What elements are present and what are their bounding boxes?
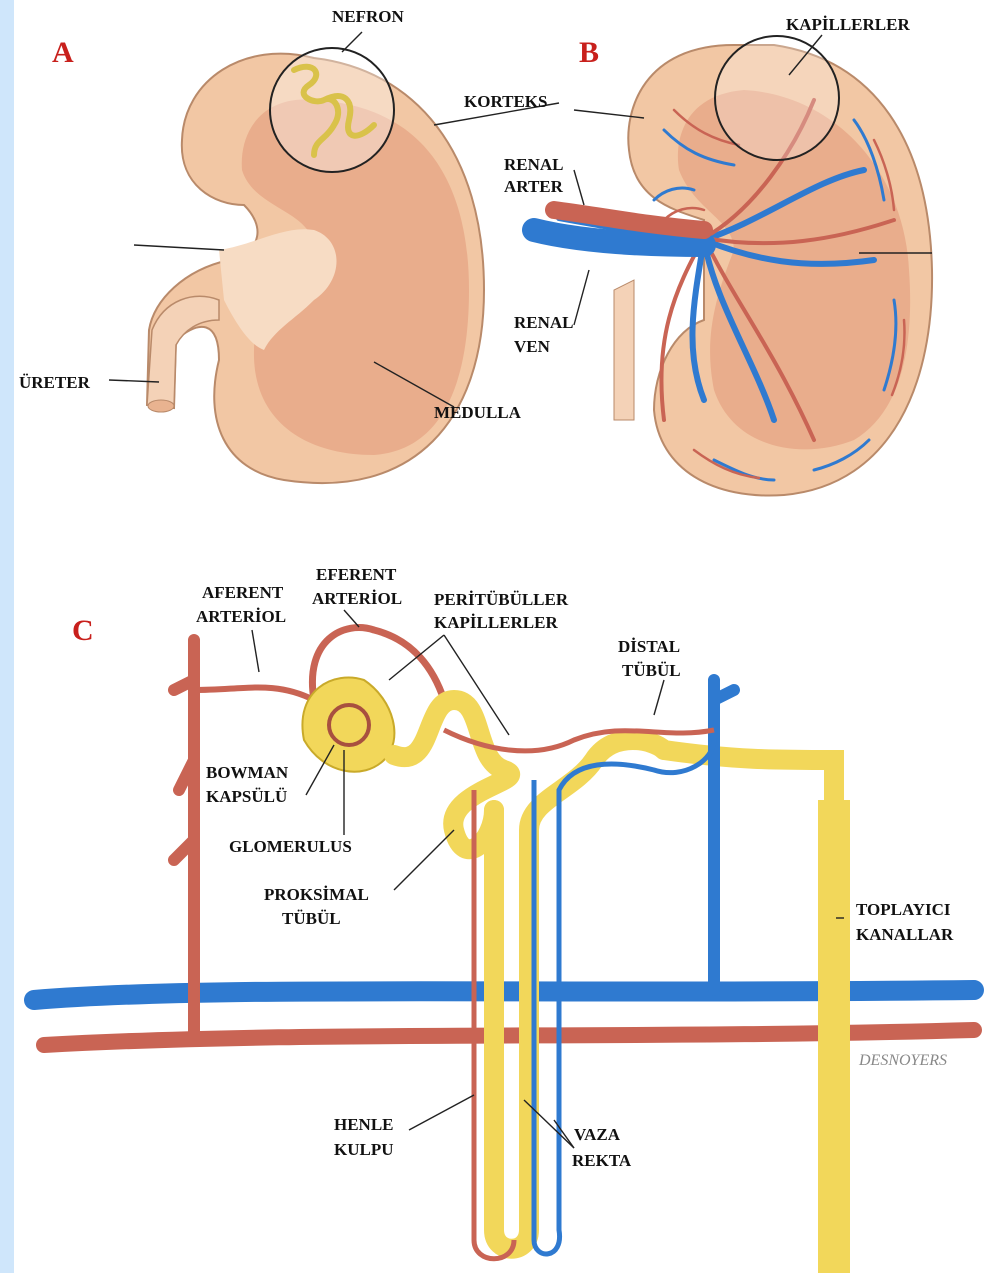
- label-renal-arter-2: ARTER: [504, 177, 564, 196]
- panel-letter-a: A: [52, 36, 74, 69]
- label-kapillerler: KAPİLLERLER: [786, 15, 910, 34]
- artist-signature: DESNOYERS: [858, 1052, 947, 1069]
- ureter-a-end: [148, 400, 174, 412]
- interlobular-vein: [714, 680, 734, 990]
- label-distal-tubul-1: DİSTAL: [618, 637, 680, 656]
- label-glomerulus: GLOMERULUS: [229, 837, 352, 856]
- label-ureter: ÜRETER: [19, 373, 91, 392]
- label-renal-arter-1: RENAL: [504, 155, 564, 174]
- label-peritubuler-2: KAPİLLERLER: [434, 613, 558, 632]
- nephron-magnifier-a: [270, 48, 394, 172]
- label-eferent-arteriol-1: EFERENT: [316, 565, 397, 584]
- label-toplayici-1: TOPLAYICI: [856, 900, 951, 919]
- label-renal-ven-2: VEN: [514, 337, 551, 356]
- label-toplayici-2: KANALLAR: [856, 925, 954, 944]
- label-peritubuler-1: PERİTÜBÜLLER: [434, 590, 569, 609]
- label-aferent-arteriol-1: AFERENT: [202, 583, 284, 602]
- label-nefron: NEFRON: [332, 7, 405, 26]
- capillary-magnifier-b: [715, 36, 839, 160]
- label-korteks: KORTEKS: [464, 92, 547, 111]
- label-medulla: MEDULLA: [434, 403, 522, 422]
- diagram-canvas: A B C NEFRON KORTEKS ÜRETER MEDULLA KAPİ…: [14, 0, 988, 1273]
- label-proksimal-1: PROKSİMAL: [264, 885, 369, 904]
- label-eferent-arteriol-2: ARTERİOL: [312, 589, 402, 608]
- label-proksimal-2: TÜBÜL: [282, 909, 341, 928]
- bowman-capsule: [302, 678, 394, 772]
- kidney-b-figure: [534, 36, 932, 496]
- label-vaza-1: VAZA: [574, 1125, 621, 1144]
- label-bowman-2: KAPSÜLÜ: [206, 787, 287, 806]
- distal-tubule-to-duct: [664, 750, 834, 1273]
- nephron-diagram: A B C NEFRON KORTEKS ÜRETER MEDULLA KAPİ…: [14, 0, 988, 1273]
- label-henle-2: KULPU: [334, 1140, 394, 1159]
- kidney-b-ureter: [614, 280, 634, 420]
- label-aferent-arteriol-2: ARTERİOL: [196, 607, 286, 626]
- label-bowman-1: BOWMAN: [206, 763, 289, 782]
- panel-letter-c: C: [72, 614, 94, 647]
- panel-letter-b: B: [579, 36, 599, 69]
- label-renal-ven-1: RENAL: [514, 313, 574, 332]
- label-distal-tubul-2: TÜBÜL: [622, 661, 681, 680]
- label-vaza-2: REKTA: [572, 1151, 632, 1170]
- label-henle-1: HENLE: [334, 1115, 394, 1134]
- nephron-c-figure: [34, 628, 974, 1273]
- interlobular-artery: [174, 640, 194, 1040]
- afferent-arteriol: [194, 688, 314, 701]
